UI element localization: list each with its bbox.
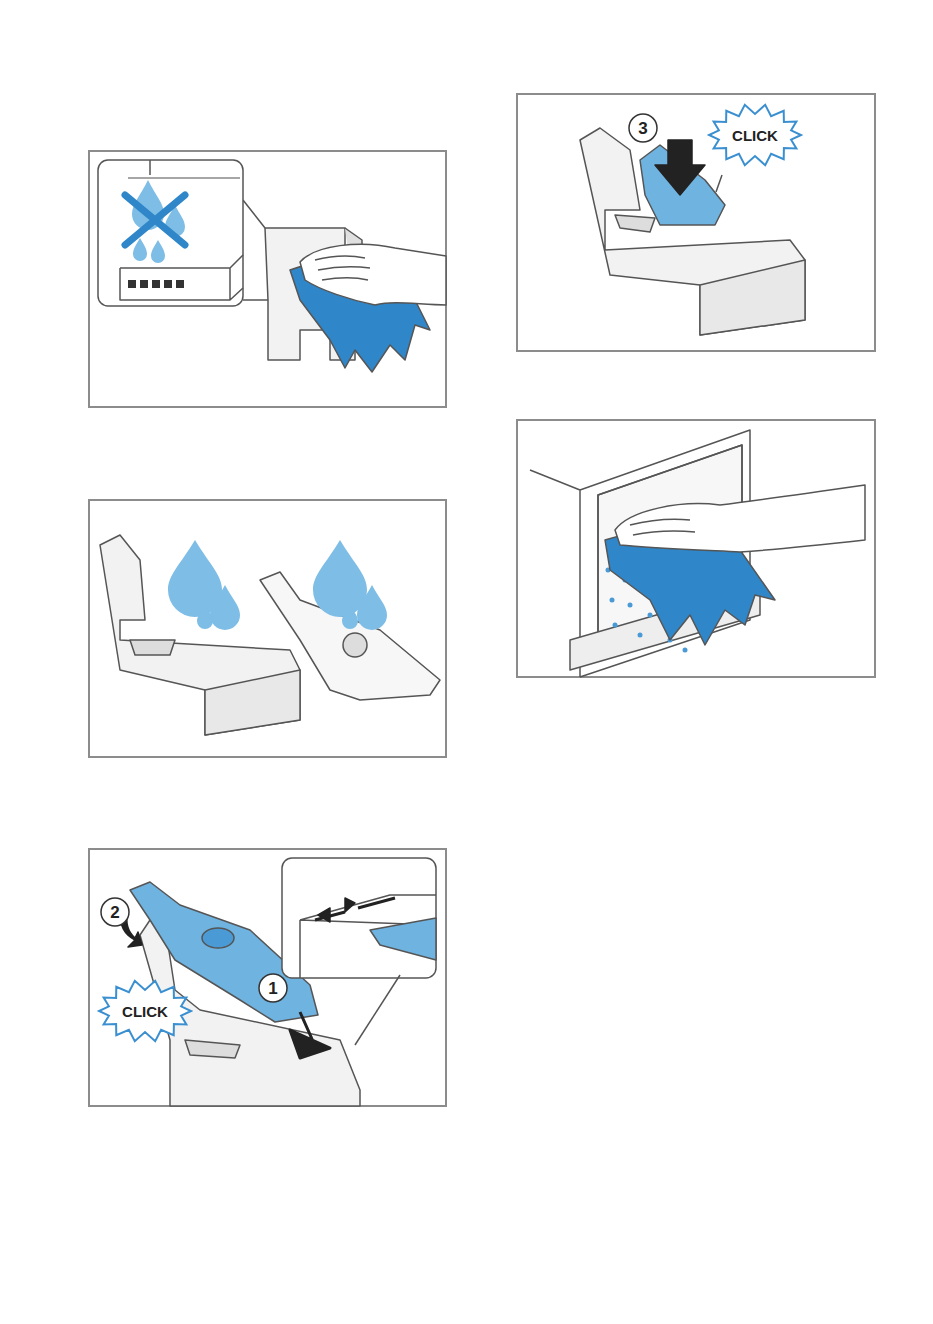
callout-number: 1 bbox=[268, 980, 277, 997]
callout-circles bbox=[101, 114, 657, 1002]
panel-5-drawing bbox=[530, 430, 865, 677]
panel-2-drawing bbox=[100, 535, 440, 735]
click-starbursts bbox=[99, 105, 801, 1041]
panel-4-drawing bbox=[580, 128, 805, 335]
click-label: CLICK bbox=[122, 1004, 168, 1019]
panel-3-drawing bbox=[121, 858, 436, 1106]
callout-number: 3 bbox=[638, 120, 647, 137]
callout-number: 2 bbox=[110, 904, 119, 921]
panel-1-drawing bbox=[98, 160, 446, 372]
click-starburst bbox=[709, 105, 801, 165]
click-starburst bbox=[99, 981, 191, 1041]
panel-frames bbox=[89, 94, 875, 1106]
click-label: CLICK bbox=[732, 128, 778, 143]
